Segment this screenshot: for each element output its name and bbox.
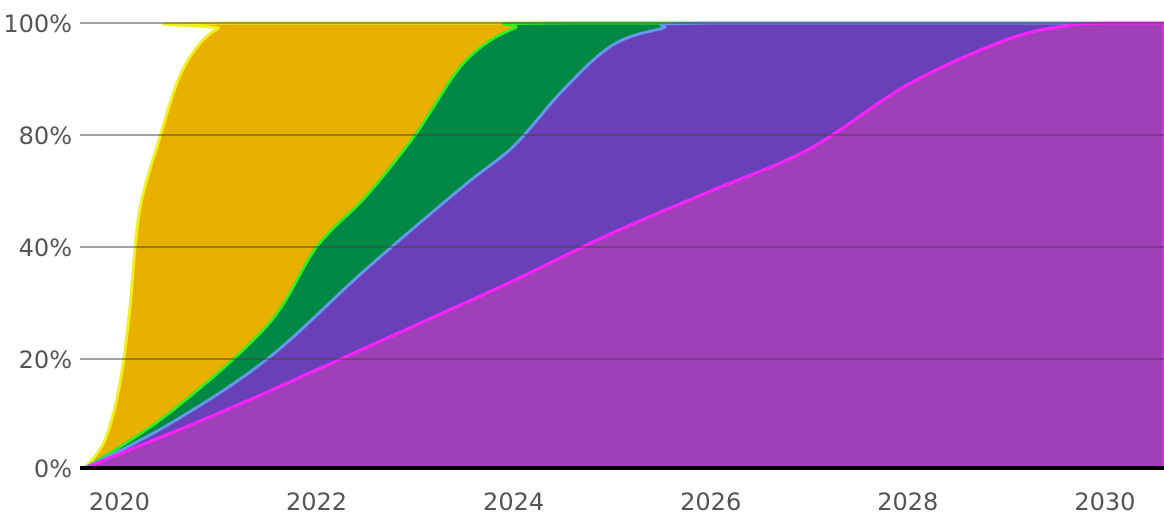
y-tick-label-40: 40% <box>19 234 72 262</box>
x-tick-label-2030: 2030 <box>1074 488 1135 516</box>
area-series-group <box>83 21 1164 470</box>
y-tick-label-0: 0% <box>34 455 72 483</box>
x-tick-label-2026: 2026 <box>680 488 741 516</box>
y-tick-label-80: 80% <box>19 122 72 150</box>
area-series-4 <box>83 21 1164 470</box>
y-axis-tick-labels: 0% 20% 40% 80% 100% <box>3 10 72 483</box>
x-tick-label-2024: 2024 <box>483 488 544 516</box>
x-tick-label-2022: 2022 <box>286 488 347 516</box>
y-tick-label-100: 100% <box>3 10 72 38</box>
y-tick-label-20: 20% <box>19 346 72 374</box>
x-tick-label-2020: 2020 <box>89 488 150 516</box>
x-axis-tick-labels: 2020 2022 2024 2026 2028 2030 <box>89 488 1136 516</box>
x-tick-label-2028: 2028 <box>877 488 938 516</box>
gridlines <box>80 22 1164 360</box>
